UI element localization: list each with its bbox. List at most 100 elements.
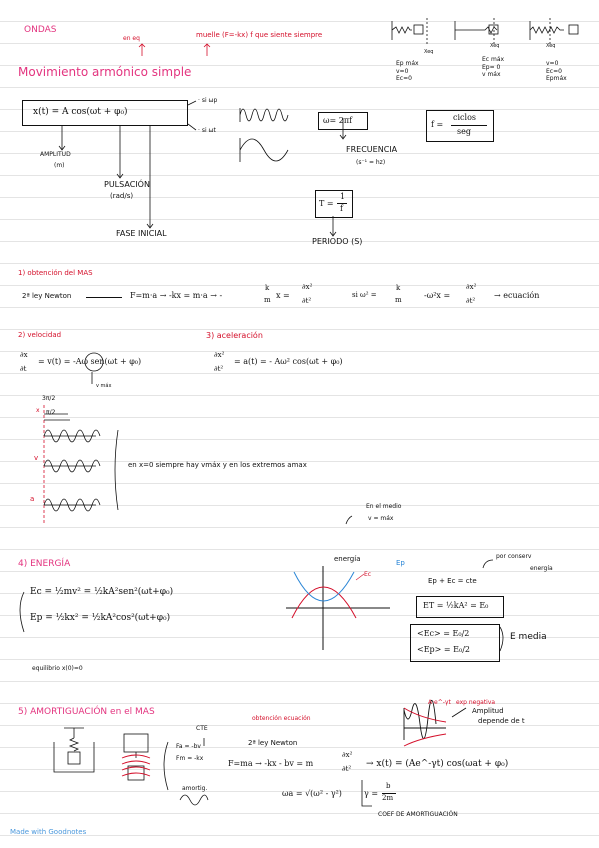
amplitud-label: AMPLITUD [40, 151, 71, 158]
energy-text: v=0 [396, 67, 409, 75]
s5-solution: → x(t) = (Ae^-γt) cos(ωat + φ₀) [366, 759, 509, 769]
s5-law: 2ª ley Newton [248, 739, 298, 747]
energies-left: Ep máx v=0 Ec=0 [396, 60, 419, 83]
amplitud-unit: (m) [54, 162, 65, 169]
s5-eq: F=ma → -kx - bv = m [228, 759, 314, 768]
amortig-label: amortig. [182, 785, 208, 792]
energy-text: Ec=0 [546, 67, 562, 75]
exp-neg-label: exp negativa [456, 699, 496, 706]
energy-text: Ep máx [396, 60, 419, 67]
omega-eq: ω= 2πf [323, 116, 353, 125]
s1-law: 2ª ley Newton [22, 292, 72, 300]
cte-label: CTE [196, 725, 208, 732]
energia-axis: energía [334, 555, 361, 563]
f-eq-den: seg [457, 127, 471, 136]
energia-label: energía [530, 565, 553, 572]
conserv-label: por conserv [496, 553, 532, 560]
arrow-line [86, 297, 122, 298]
energy-text: Epmáx [546, 75, 567, 82]
spring-diagram-1 [391, 18, 428, 46]
s2-title: 2) velocidad [18, 331, 62, 339]
s1-eq1b: x = [276, 291, 290, 300]
label-a: a [30, 495, 35, 503]
vmax-arrow [84, 352, 353, 525]
note-force: muelle (F=-kx) f que siente siempre [196, 31, 323, 39]
energy-text: v máx [482, 71, 501, 78]
s5-d2x: ∂x² [342, 751, 353, 759]
s5-title: 5) AMORTIGUACIÓN en el MAS [18, 707, 155, 717]
si-wp: · si ωp [198, 97, 218, 104]
s1-frac-m-2: m [395, 296, 402, 304]
mas-title: Movimiento armónico simple [18, 65, 192, 79]
xeq-label-1: Xeq [424, 49, 434, 55]
t-box: T = 1 f [315, 190, 353, 218]
amplitud-1: Amplitud [472, 707, 504, 715]
energy-text: Ec=0 [396, 75, 412, 82]
ep-equation: Ep = ½kx² = ½kA²cos²(ωt+φ₀) [30, 613, 171, 623]
equilibrio-label: equilibrio x(0)=0 [32, 665, 83, 672]
fraction-bar [382, 793, 396, 794]
red-coil [121, 754, 151, 777]
label-pi2: π/2 [46, 409, 56, 416]
wa-eq: ωa = √(ω² - γ²) [282, 789, 342, 798]
s1-d2x-2: ∂x² [466, 283, 477, 291]
fraction-bar [337, 203, 347, 204]
t-eq-den: f [340, 204, 343, 213]
label-x: x [36, 407, 40, 414]
medio-2: v = máx [368, 515, 394, 522]
s3-title: 3) aceleración [206, 331, 263, 340]
label-v: v [34, 454, 39, 462]
s1-eq2: -ω²x = [424, 291, 451, 300]
energy-braces [19, 559, 504, 652]
et-box: ET = ½kA² = E₀ [416, 596, 504, 618]
xeq-label-3: Xeq [546, 43, 556, 49]
s1-frac-m: m [264, 296, 271, 304]
f-eq-lhs: f = [431, 120, 444, 129]
fa-label: Fa = -bv [176, 743, 201, 750]
energy-text: Ec máx [482, 56, 505, 63]
medio-1: En el medio [366, 503, 402, 510]
energy-plot [286, 566, 390, 650]
s2-lhs-den: ∂t [20, 365, 27, 373]
page-title: ONDAS [24, 25, 57, 35]
si-wt: · si ωt [198, 127, 216, 134]
goodnotes-logo: Made with Goodnotes [10, 828, 87, 836]
avg-ep: <Ep> = E₀/2 [417, 645, 470, 654]
ec-equation: Ec = ½mv² = ½kA²sen²(ωt+φ₀) [30, 587, 174, 597]
sum-eq: Ep + Ec = cte [428, 577, 477, 585]
gamma-den: 2m [382, 794, 394, 802]
t-eq-lhs: T = [319, 199, 334, 208]
slow-wave [239, 138, 289, 162]
s1-eq1: F=m·a → -kx = m·a → - [130, 291, 223, 300]
damping-brace [163, 738, 209, 806]
xeq-label-2: Xeq [490, 43, 500, 49]
s1-ecuacion: → ecuación [494, 291, 540, 300]
fm-label: Fm = -kx [176, 755, 204, 762]
avg-box: <Ec> = E₀/2 <Ep> = E₀/2 [410, 624, 500, 662]
s5-dt2: ∂t² [342, 765, 352, 773]
periodo-label: PERIODO (S) [312, 237, 363, 246]
s3-lhs-num: ∂x² [214, 351, 225, 359]
s1-d2x: ∂x² [302, 283, 313, 291]
phase-waves [43, 405, 119, 525]
s2-note: en x=0 siempre hay vmáx y en los extremo… [128, 461, 307, 469]
omega-box: ω= 2πf [318, 112, 368, 130]
et-eq: ET = ½kA² = E₀ [423, 601, 489, 610]
decay-plot [403, 700, 467, 747]
s1-frac-k-2: k [396, 284, 401, 292]
t-eq-num: 1 [340, 192, 346, 201]
spring-diagram-2 [454, 18, 499, 44]
ep-curve-label: Ep [396, 559, 405, 567]
energies-right: v=0 Ec=0 Epmáx [546, 60, 567, 83]
s1-dt2-2: ∂t² [466, 297, 476, 305]
f-eq-num: ciclos [453, 113, 476, 122]
vmax-label: v máx [96, 383, 112, 389]
ec-curve-label: Ec [364, 571, 372, 578]
gamma-num: b [386, 782, 391, 790]
mas-arrows [58, 100, 347, 237]
coef-label: COEF DE AMORTIGUACIÓN [378, 811, 458, 818]
avg-ec: <Ec> = E₀/2 [417, 629, 470, 638]
red-arrows [138, 43, 211, 56]
